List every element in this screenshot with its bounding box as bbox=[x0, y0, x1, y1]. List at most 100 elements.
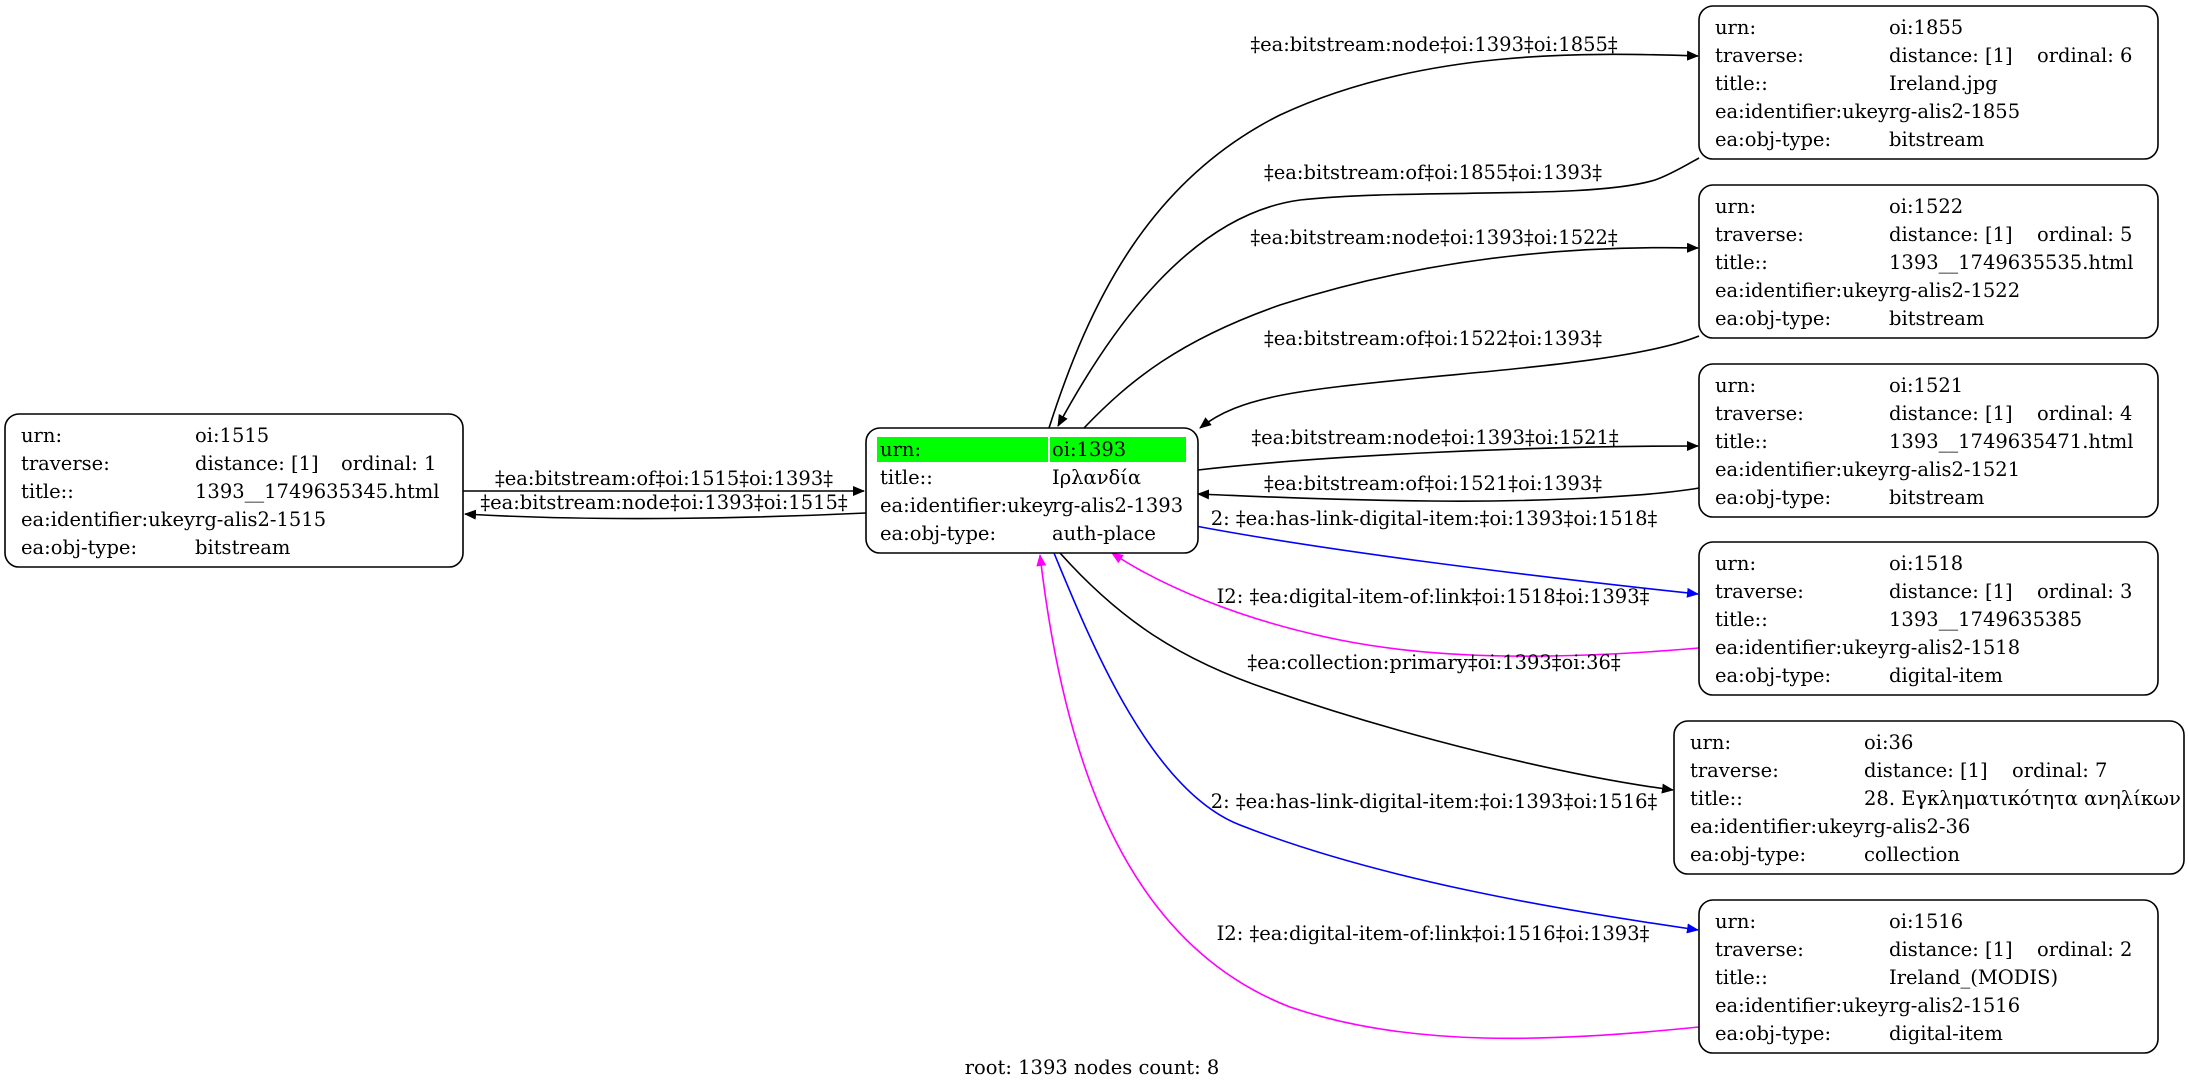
edge-label: 2: ‡ea:has-link-digital-item:‡oi:1393‡oi… bbox=[1211, 507, 1658, 530]
node-field-value: rg-alis2-1515 bbox=[195, 508, 326, 531]
node-box bbox=[1698, 541, 2159, 696]
node-field-value: distance: [1] bbox=[1889, 580, 2013, 603]
edge-label: ‡ea:bitstream:node‡oi:1393‡oi:1521‡ bbox=[1251, 426, 1619, 449]
node-field-value: collection bbox=[1864, 843, 1960, 866]
edge-e10 bbox=[1053, 552, 1699, 934]
node-box bbox=[1698, 363, 2159, 518]
node-field-value: oi:1521 bbox=[1889, 374, 1963, 397]
edge-label: I2: ‡ea:digital-item-of:link‡oi:1516‡oi:… bbox=[1217, 922, 1650, 945]
node-field-value: oi:1522 bbox=[1889, 195, 1963, 218]
node-field-label: title:: bbox=[1715, 430, 1768, 453]
node-field-label: ea:obj-type: bbox=[1715, 307, 1831, 330]
node-field-label: urn: bbox=[1715, 16, 1756, 39]
node-field-value: rg-alis2-1521 bbox=[1889, 458, 2020, 481]
node-field-value: Ιρλανδία bbox=[1052, 466, 1141, 489]
node-field-value: ordinal: 7 bbox=[2012, 759, 2107, 782]
root-highlight bbox=[877, 437, 1048, 462]
node-field-value: oi:1516 bbox=[1889, 910, 1963, 933]
edge-e3 bbox=[1083, 242, 1699, 429]
edge-e11 bbox=[1036, 554, 1700, 1040]
node-field-value: bitstream bbox=[195, 536, 290, 559]
node-field-value: oi:1855 bbox=[1889, 16, 1963, 39]
node-field-value: ordinal: 3 bbox=[2037, 580, 2132, 603]
node-field-label: ea:identifier:ukey bbox=[1715, 636, 1889, 659]
node-field-value: distance: [1] bbox=[1889, 223, 2013, 246]
node-field-label: ea:identifier:ukey bbox=[1715, 279, 1889, 302]
node-field-label: urn: bbox=[1715, 374, 1756, 397]
node-field-label: ea:obj-type: bbox=[880, 522, 996, 545]
node-field-value: Ireland_(MODIS) bbox=[1889, 966, 2058, 989]
node-field-value: 1393__1749635535.html bbox=[1889, 251, 2134, 274]
node-field-value: ordinal: 6 bbox=[2037, 44, 2132, 67]
node-field-value: oi:36 bbox=[1864, 731, 1913, 754]
node-n1516[interactable]: urn: oi:1516 traverse: distance: [1] ordinal… bbox=[1698, 899, 2159, 1054]
node-field-label: ea:identifier:ukey bbox=[1690, 815, 1864, 838]
edge-e2 bbox=[1057, 157, 1700, 427]
edge-e6 bbox=[1197, 487, 1700, 502]
node-field-label: ea:identifier:ukey bbox=[1715, 994, 1889, 1017]
node-field-value: auth-place bbox=[1052, 522, 1156, 545]
edge-label: ‡ea:bitstream:of‡oi:1521‡oi:1393‡ bbox=[1264, 472, 1602, 495]
node-field-label: urn: bbox=[1690, 731, 1731, 754]
node-n1518[interactable]: urn: oi:1518 traverse: distance: [1] ordinal… bbox=[1698, 541, 2159, 696]
node-field-label: title:: bbox=[1715, 966, 1768, 989]
node-field-value: digital-item bbox=[1889, 664, 2003, 687]
node-n1855[interactable]: urn: oi:1855 traverse: distance: [1] ordinal… bbox=[1698, 5, 2159, 160]
node-field-label: ea:obj-type: bbox=[1715, 664, 1831, 687]
node-field-value: 1393__1749635471.html bbox=[1889, 430, 2134, 453]
node-field-value: Ireland.jpg bbox=[1889, 72, 1998, 95]
node-field-label: traverse: bbox=[1715, 938, 1804, 961]
edge-label: I2: ‡ea:digital-item-of:link‡oi:1518‡oi:… bbox=[1217, 585, 1650, 608]
node-box bbox=[4, 413, 464, 568]
node-field-value: distance: [1] bbox=[1889, 44, 2013, 67]
node-field-value: ordinal: 2 bbox=[2037, 938, 2132, 961]
node-field-label: ea:obj-type: bbox=[1690, 843, 1806, 866]
edge-label: ‡ea:bitstream:node‡oi:1393‡oi:1855‡ bbox=[1250, 33, 1618, 56]
edge-label: ‡ea:collection:primary‡oi:1393‡oi:36‡ bbox=[1247, 651, 1621, 674]
node-field-value: 28. Εγκληματικότητα ανηλίκων bbox=[1864, 787, 2181, 810]
node-field-label: title:: bbox=[1690, 787, 1743, 810]
node-field-label: title:: bbox=[21, 480, 74, 503]
edges-layer: ‡ea:bitstream:node‡oi:1393‡oi:1855‡ ‡ea:b… bbox=[463, 33, 1700, 1040]
edge-e5 bbox=[1197, 441, 1699, 471]
node-box bbox=[1698, 899, 2159, 1054]
node-field-value: rg-alis2-1393 bbox=[1052, 494, 1183, 517]
edge-e8 bbox=[1111, 552, 1700, 657]
node-n1393[interactable]: urn:oi:1393title::Ιρλανδίαea:identifier:… bbox=[865, 427, 1199, 554]
node-field-label: title:: bbox=[880, 466, 933, 489]
node-field-value: distance: [1] bbox=[1864, 759, 1988, 782]
node-field-value: distance: [1] bbox=[1889, 938, 2013, 961]
node-field-label: traverse: bbox=[1715, 580, 1804, 603]
node-field-value: bitstream bbox=[1889, 486, 1984, 509]
node-box bbox=[1698, 184, 2159, 339]
node-field-value: rg-alis2-1516 bbox=[1889, 994, 2020, 1017]
edge-label: ‡ea:bitstream:of‡oi:1522‡oi:1393‡ bbox=[1264, 327, 1602, 350]
node-field-label: ea:identifier:ukey bbox=[1715, 100, 1889, 123]
node-field-label: ea:obj-type: bbox=[21, 536, 137, 559]
node-field-label: urn: bbox=[1715, 552, 1756, 575]
edge-e9 bbox=[1059, 552, 1674, 794]
node-field-label: ea:identifier:ukey bbox=[21, 508, 195, 531]
node-field-label: title:: bbox=[1715, 72, 1768, 95]
node-field-value: rg-alis2-1518 bbox=[1889, 636, 2020, 659]
node-field-label: ea:identifier:ukey bbox=[880, 494, 1054, 517]
node-field-value: oi:1518 bbox=[1889, 552, 1963, 575]
node-box bbox=[1673, 720, 2185, 875]
node-field-label: ea:obj-type: bbox=[1715, 128, 1831, 151]
node-field-label: title:: bbox=[1715, 608, 1768, 631]
edge-e4 bbox=[1199, 335, 1700, 429]
node-field-value: 1393__1749635385 bbox=[1889, 608, 2082, 631]
node-field-label: traverse: bbox=[1715, 44, 1804, 67]
node-field-label: urn: bbox=[1715, 910, 1756, 933]
node-field-value: 1393__1749635345.html bbox=[195, 480, 440, 503]
node-field-label: ea:obj-type: bbox=[1715, 1022, 1831, 1045]
node-field-label: ea:obj-type: bbox=[1715, 486, 1831, 509]
edge-label: ‡ea:bitstream:node‡oi:1393‡oi:1515‡ bbox=[480, 491, 848, 514]
node-field-label: ea:identifier:ukey bbox=[1715, 458, 1889, 481]
